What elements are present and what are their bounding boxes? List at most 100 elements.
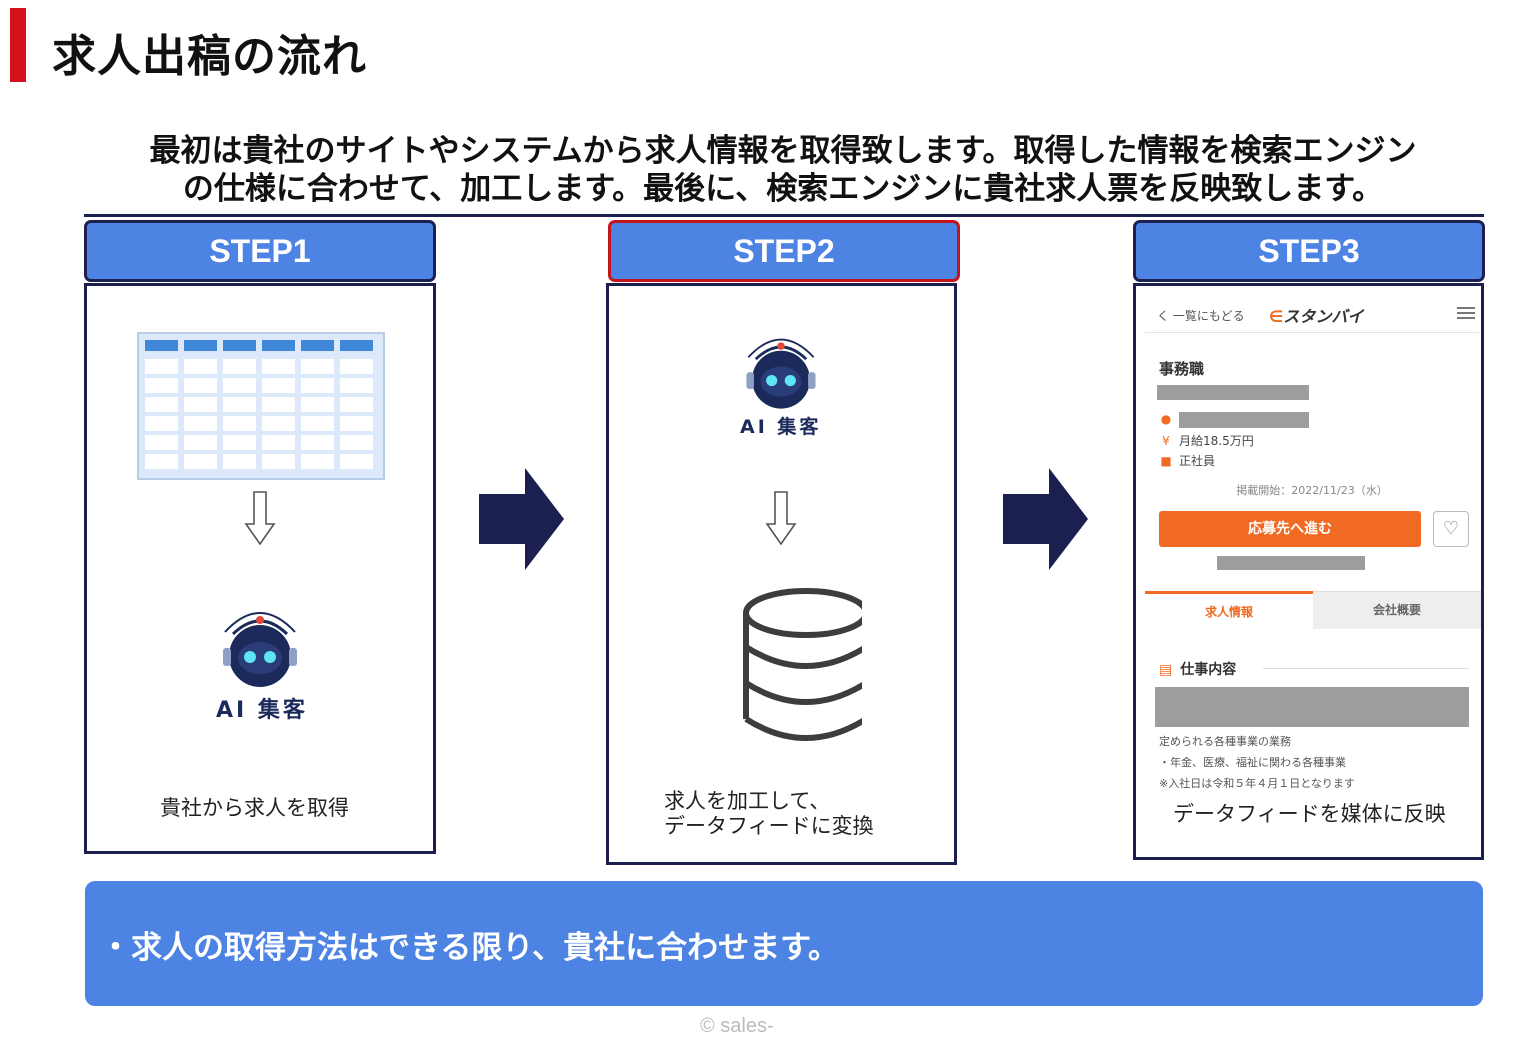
- sheet-cell: [145, 454, 178, 469]
- yen-icon: ¥: [1162, 434, 1170, 448]
- sheet-cell: [184, 359, 217, 374]
- salary-row: ¥ 月給18.5万円: [1159, 432, 1254, 449]
- employment-row: ■ 正社員: [1159, 452, 1215, 469]
- standby-logo-text: スタンバイ: [1283, 307, 1364, 326]
- tab-company[interactable]: 会社概要: [1313, 591, 1481, 629]
- sheet-cell: [340, 435, 373, 450]
- arrow-right-icon: [479, 468, 564, 570]
- step3-header: STEP3: [1133, 220, 1485, 282]
- sheet-cell: [145, 397, 178, 412]
- sheet-header-cell: [145, 340, 178, 351]
- sheet-cell: [340, 397, 373, 412]
- robot-logo-label: AI 集客: [216, 698, 308, 723]
- redacted-link: [1217, 556, 1365, 570]
- sheet-cell: [340, 454, 373, 469]
- sheet-cell: [301, 416, 334, 431]
- sheet-cell: [184, 378, 217, 393]
- posting-date: 掲載開始：2022/11/23（水）: [1236, 484, 1388, 497]
- step2-header: STEP2: [608, 220, 960, 282]
- sheet-cell: [223, 435, 256, 450]
- location-pin-icon: ●: [1160, 412, 1172, 426]
- apply-button[interactable]: 応募先へ進む: [1159, 511, 1421, 547]
- robot-mascot-icon: [746, 338, 816, 409]
- section-heading-text: 仕事内容: [1180, 662, 1237, 678]
- location-row: ●: [1159, 412, 1179, 426]
- arrow-right-icon: [1003, 468, 1088, 570]
- sheet-cell: [262, 397, 295, 412]
- sheet-cell: [262, 359, 295, 374]
- database-icon: [743, 588, 862, 741]
- sheet-header-cell: [301, 340, 334, 351]
- page-title: 求人出稿の流れ: [52, 31, 367, 82]
- sheet-cell: [184, 454, 217, 469]
- step3-caption: データフィードを媒体に反映: [1173, 802, 1446, 826]
- sheet-cell: [145, 378, 178, 393]
- copyright: © sales-: [700, 1015, 774, 1037]
- title-accent-bar: [10, 8, 26, 82]
- sheet-cell: [145, 416, 178, 431]
- down-arrow-icon: [765, 491, 797, 546]
- heart-icon[interactable]: ♡: [1433, 511, 1469, 547]
- sheet-cell: [223, 359, 256, 374]
- step1-header: STEP1: [84, 220, 436, 282]
- job-title: 事務職: [1159, 360, 1205, 378]
- sheet-cell: [145, 359, 178, 374]
- redacted-company: [1157, 385, 1309, 400]
- down-arrow-icon: [244, 491, 276, 546]
- sheet-cell: [301, 359, 334, 374]
- lead-line-1: 最初は貴社のサイトやシステムから求人情報を取得致します。取得した情報を検索エンジ…: [149, 133, 1417, 169]
- hamburger-menu-icon[interactable]: [1457, 307, 1475, 319]
- redacted-location: [1179, 412, 1309, 428]
- sheet-header-cell: [262, 340, 295, 351]
- note-text: ・求人の取得方法はできる限り、貴社に合わせます。: [100, 930, 840, 966]
- section-heading: ▤ 仕事内容: [1159, 659, 1236, 679]
- sheet-cell: [184, 416, 217, 431]
- sheet-cell: [223, 416, 256, 431]
- robot-mascot-icon: [223, 612, 297, 687]
- sheet-cell: [184, 397, 217, 412]
- employment-text: 正社員: [1179, 454, 1216, 468]
- document-icon: ▤: [1159, 662, 1173, 678]
- sheet-cell: [340, 359, 373, 374]
- note-banner: [85, 881, 1483, 1006]
- sheet-cell: [223, 397, 256, 412]
- briefcase-icon: ■: [1160, 454, 1172, 468]
- lead-line-2: の仕様に合わせて、加工します。最後に、検索エンジンに貴社求人票を反映致します。: [182, 171, 1384, 207]
- lead-text: 最初は貴社のサイトやシステムから求人情報を取得致します。取得した情報を検索エンジ…: [84, 132, 1482, 208]
- sheet-cell: [262, 454, 295, 469]
- standby-logo: ∈スタンバイ: [1269, 307, 1364, 326]
- sheet-cell: [340, 378, 373, 393]
- sheet-cell: [301, 435, 334, 450]
- step2-caption: 求人を加工して、 データフィードに変換: [664, 789, 874, 839]
- sheet-cell: [301, 397, 334, 412]
- phone-nav-bar: く 一覧にもどる ∈スタンバイ: [1145, 295, 1479, 333]
- sheet-cell: [301, 454, 334, 469]
- sheet-header-cell: [223, 340, 256, 351]
- sheet-cell: [262, 435, 295, 450]
- robot-logo-label: AI 集客: [740, 416, 822, 438]
- sheet-cell: [184, 435, 217, 450]
- tab-job-info[interactable]: 求人情報: [1145, 591, 1313, 629]
- desc-line: ・年金、医療、福祉に関わる各種事業: [1159, 756, 1346, 769]
- sheet-cell: [223, 378, 256, 393]
- sheet-cell: [301, 378, 334, 393]
- sheet-cell: [145, 435, 178, 450]
- lead-divider: [84, 214, 1484, 217]
- job-listing-screenshot: く 一覧にもどる ∈スタンバイ 事務職 ● ¥ 月給18.5万円 ■ 正社員 掲載開…: [1145, 295, 1481, 795]
- step2-caption-line-2: データフィードに変換: [664, 814, 874, 838]
- sheet-header-cell: [184, 340, 217, 351]
- section-divider: [1263, 668, 1469, 669]
- back-link[interactable]: く 一覧にもどる: [1157, 309, 1245, 323]
- sheet-cell: [262, 378, 295, 393]
- sheet-cell: [262, 416, 295, 431]
- salary-text: 月給18.5万円: [1179, 434, 1254, 448]
- redacted-description: [1155, 687, 1469, 727]
- spreadsheet-icon: [137, 332, 385, 480]
- desc-line: ※入社日は令和５年４月１日となります: [1159, 777, 1355, 790]
- sheet-header-cell: [340, 340, 373, 351]
- sheet-cell: [223, 454, 256, 469]
- sheet-cell: [340, 416, 373, 431]
- desc-line: 定められる各種事業の業務: [1159, 735, 1291, 748]
- step2-caption-line-1: 求人を加工して、: [664, 789, 831, 813]
- step3-panel: [1133, 283, 1484, 860]
